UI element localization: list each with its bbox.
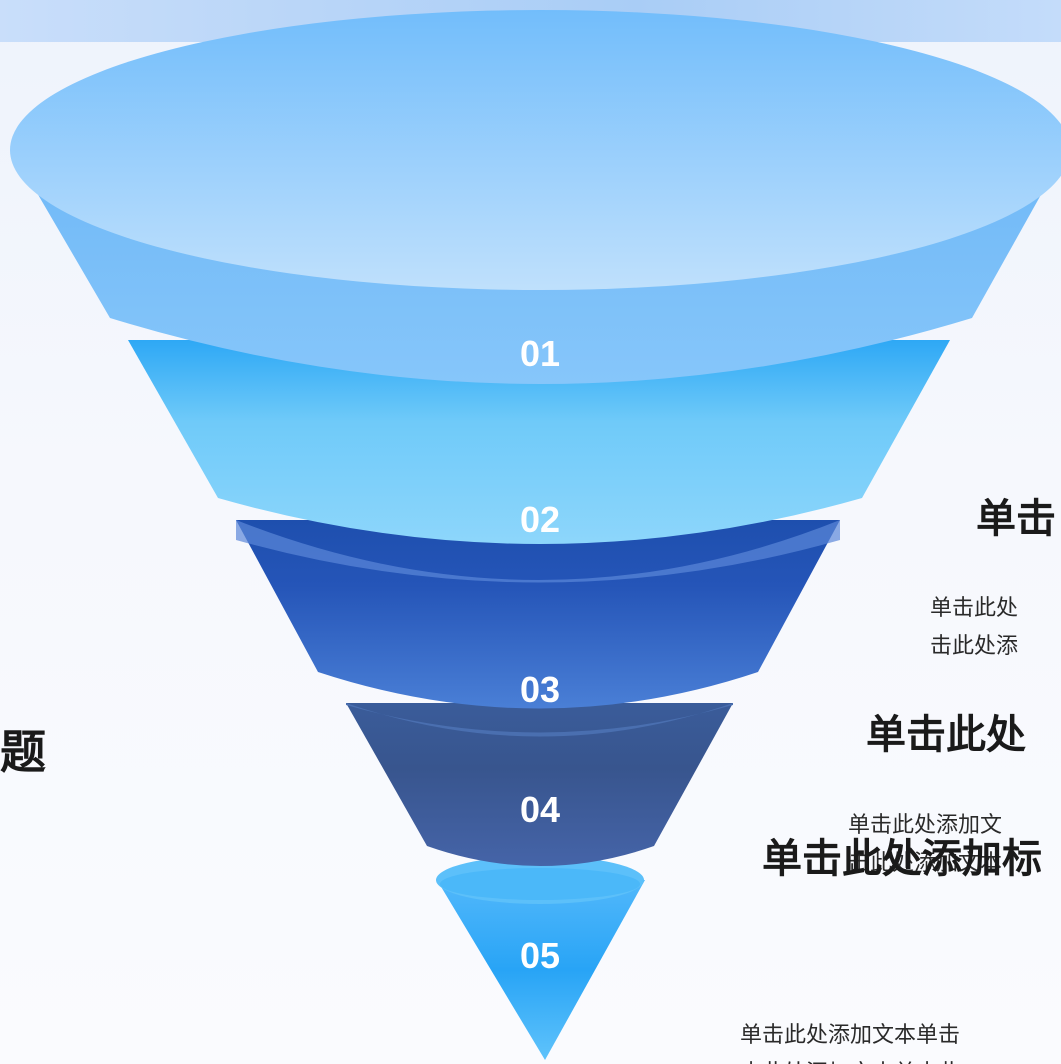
step-number-5: 05 [520,935,560,976]
funnel-layer-4 [346,703,733,866]
step-number-2: 02 [520,499,560,540]
item-2-body: 单击此处添加文 击此处添加文本 [848,812,1003,875]
funnel-layer-1 [10,10,1061,384]
funnel-layer-5 [436,856,645,1060]
funnel-layer-2 [128,340,950,544]
item-3-heading: 单击此处添加标 [762,837,1042,881]
left-title: 题 [0,726,46,778]
item-1-heading: 单击 [976,497,1056,541]
step-number-3: 03 [520,669,560,710]
funnel-layer-3 [236,520,840,709]
item-1-body: 单击此处 击此处添 [930,595,1019,658]
item-2-heading: 单击此处 [866,713,1026,757]
step-number-1: 01 [520,333,560,374]
step-number-4: 04 [520,789,560,830]
